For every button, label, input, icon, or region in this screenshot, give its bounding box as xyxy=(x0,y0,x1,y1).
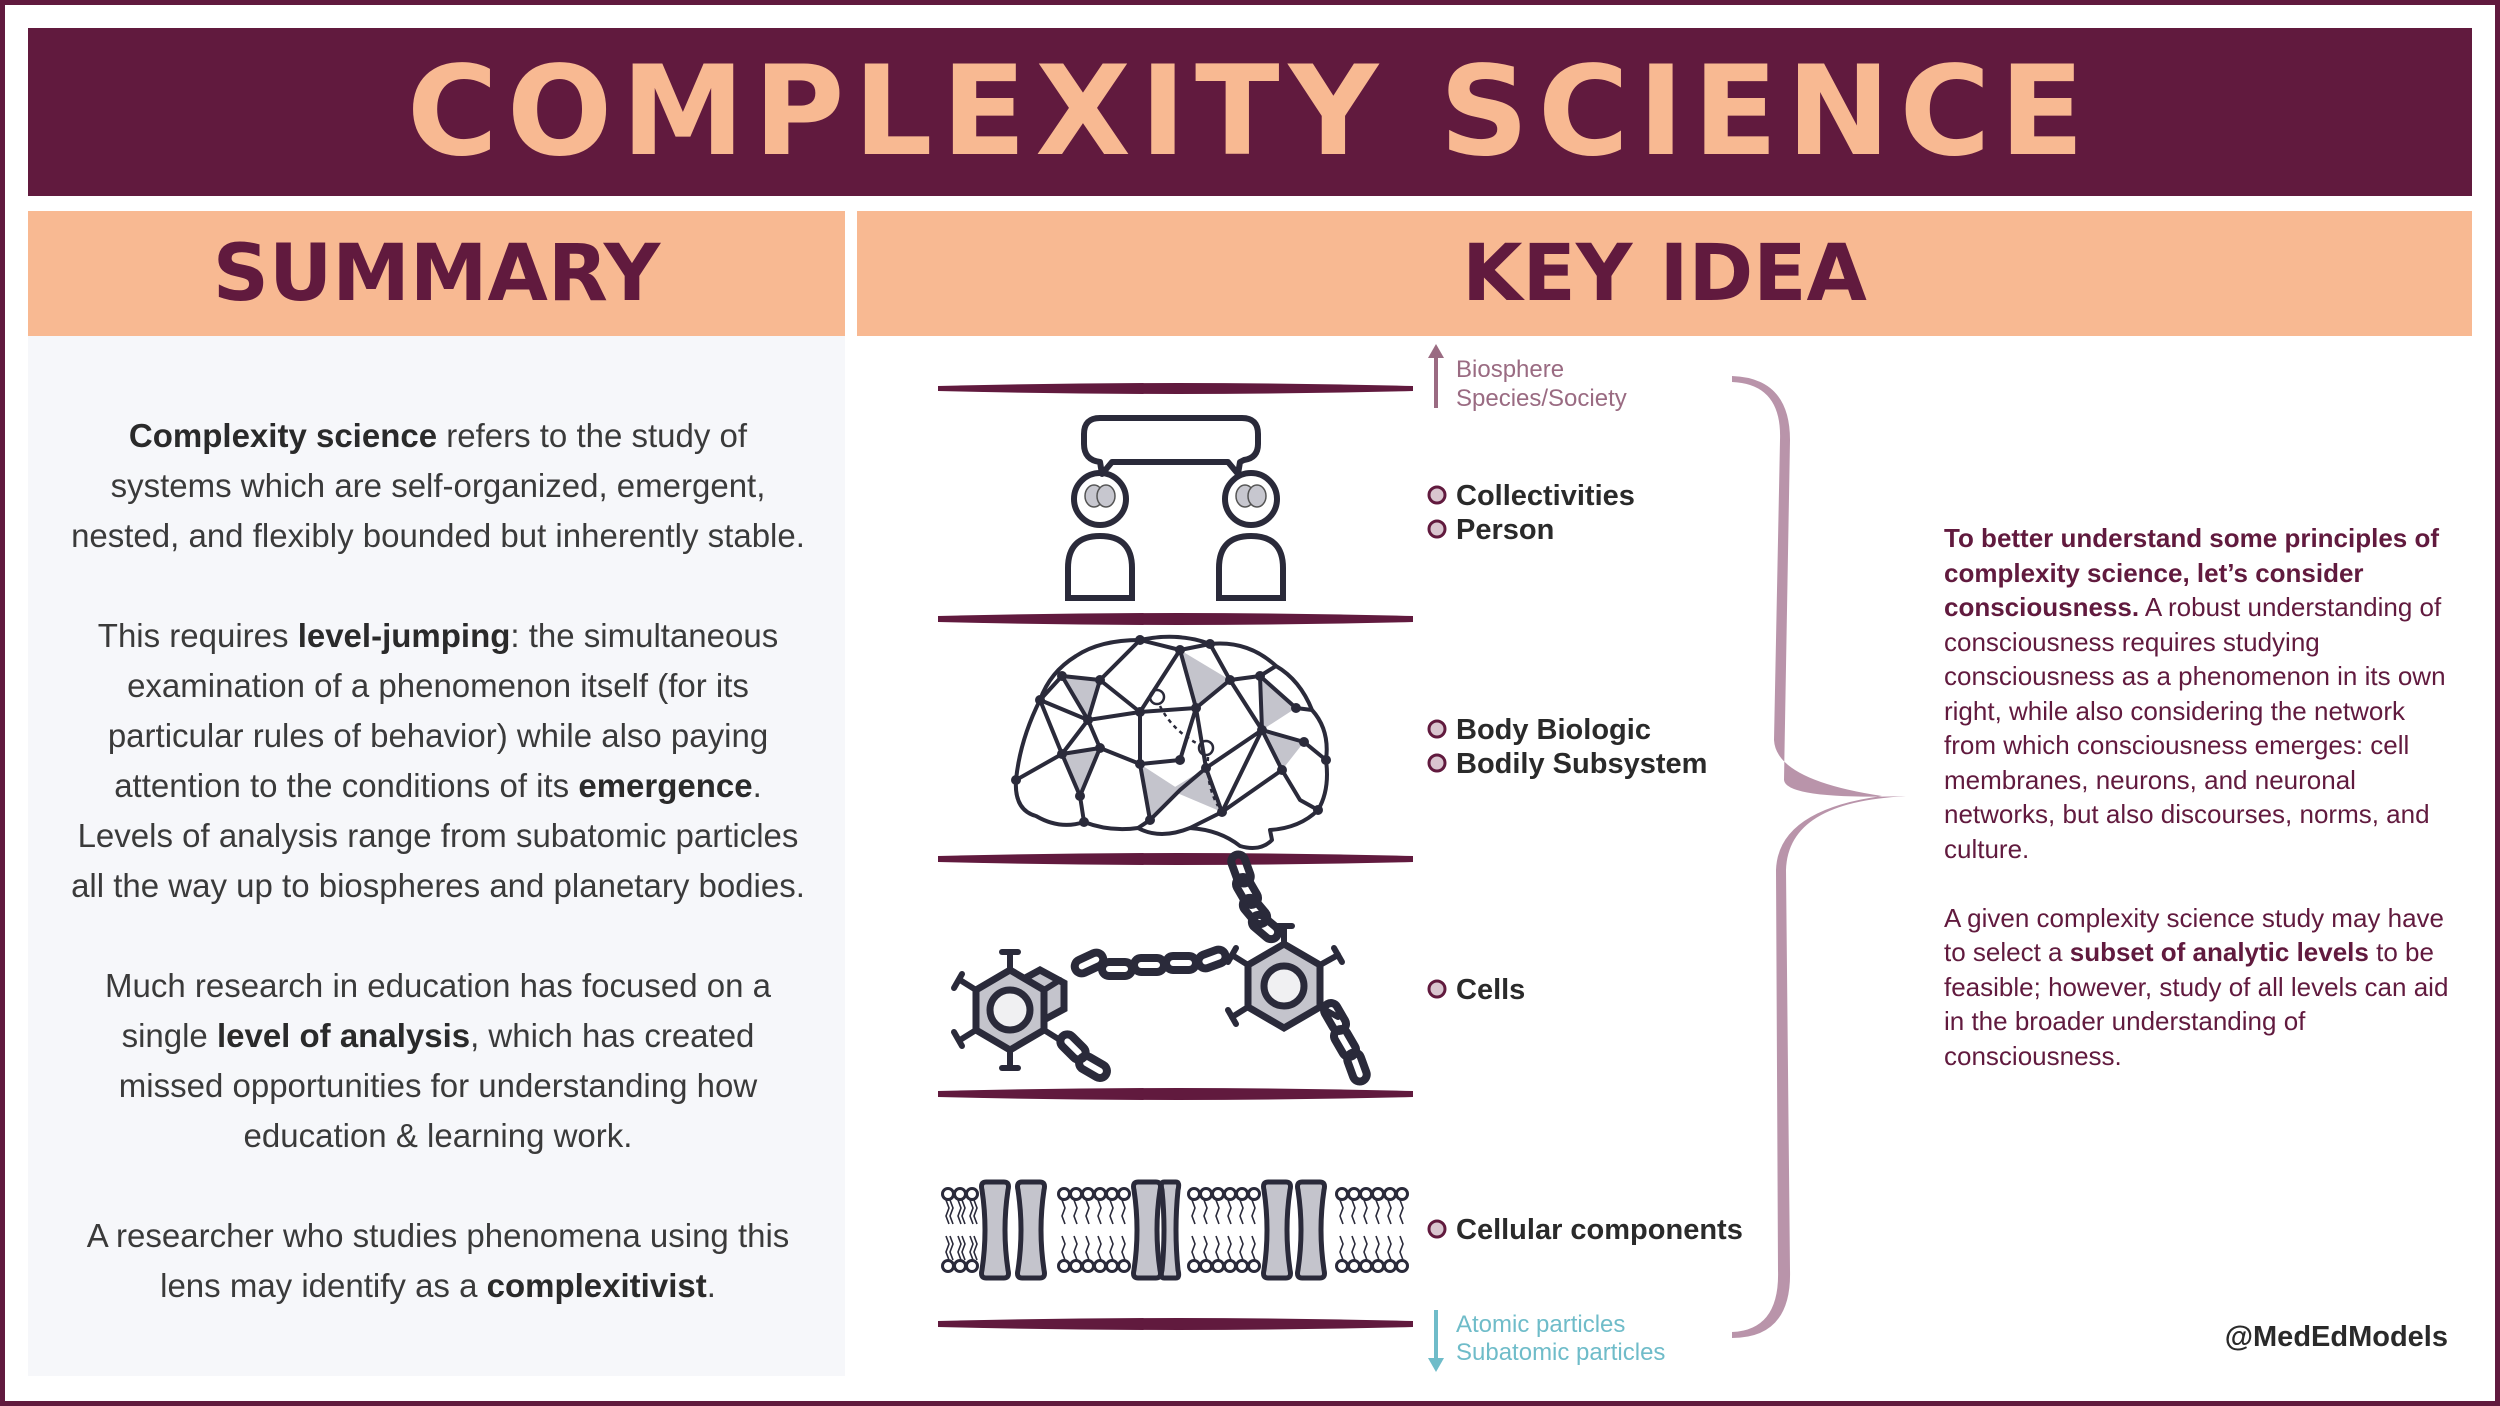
divider-top xyxy=(938,383,1413,394)
summary-text: Complexity science refers to the study o… xyxy=(68,411,808,1361)
divider-1 xyxy=(938,613,1413,625)
key-idea-p1-text: A robust understanding of consciousness … xyxy=(1944,592,2446,864)
summary-heading: SUMMARY xyxy=(212,228,661,319)
brain-network-icon xyxy=(1011,634,1331,850)
key-idea-paragraph-1: To better understand some principles of … xyxy=(1944,521,2456,866)
arrow-up-icon xyxy=(1428,344,1444,408)
membrane-icon xyxy=(941,1179,1409,1281)
title-banner: COMPLEXITY SCIENCE xyxy=(28,28,2472,196)
summary-paragraph-4: A researcher who studies phenomena using… xyxy=(68,1211,808,1311)
person-icon xyxy=(1216,470,1286,601)
summary-p2-text-a: This requires xyxy=(97,617,298,654)
summary-paragraph-2: This requires level-jumping: the simulta… xyxy=(68,611,808,911)
summary-p4-text-b: . xyxy=(706,1267,716,1304)
term-level-jumping: level-jumping xyxy=(297,617,511,654)
summary-p2-text-b: : the simultaneous examination of a phen… xyxy=(107,617,779,804)
label-bodily-subsystem: Bodily Subsystem xyxy=(1456,748,1707,780)
label-atomic-particles: Atomic particles xyxy=(1456,1311,1625,1338)
summary-header: SUMMARY xyxy=(28,211,845,336)
divider-3 xyxy=(938,1088,1413,1100)
cell-icon xyxy=(1225,923,1345,1033)
label-cellular-components: Cellular components xyxy=(1456,1214,1743,1246)
divider-bottom xyxy=(938,1318,1413,1330)
divider-2 xyxy=(938,853,1413,865)
term-complexitivist: complexitivist xyxy=(486,1267,707,1304)
key-idea-lead: To better understand some principles of … xyxy=(1944,523,2440,622)
term-subset-of-analytic-levels: subset of analytic levels xyxy=(2069,937,2369,967)
key-idea-text: To better understand some principles of … xyxy=(1944,521,2456,1108)
label-species-society: Species/Society xyxy=(1456,385,1627,412)
level-dividers xyxy=(938,383,1413,1330)
term-emergence: emergence xyxy=(578,767,753,804)
page-title: COMPLEXITY SCIENCE xyxy=(406,40,2094,184)
person-icon xyxy=(1065,470,1135,601)
key-idea-header: KEY IDEA xyxy=(857,211,2472,336)
author-handle: @MedEdModels xyxy=(2224,1321,2448,1353)
term-complexity-science: Complexity science xyxy=(128,417,438,454)
summary-paragraph-3: Much research in education has focused o… xyxy=(68,961,808,1161)
term-level-of-analysis: level of analysis xyxy=(216,1017,471,1054)
level-bullets xyxy=(1427,485,1447,1239)
summary-paragraph-1: Complexity science refers to the study o… xyxy=(68,411,808,561)
label-subatomic-particles: Subatomic particles xyxy=(1456,1339,1665,1366)
summary-p2-text-c: . Levels of analysis range from subatomi… xyxy=(71,767,805,904)
summary-p1-text: refers to the study of systems which are… xyxy=(71,417,805,554)
key-idea-paragraph-2: A given complexity science study may hav… xyxy=(1944,901,2456,1074)
chain-icon xyxy=(1056,850,1371,1086)
label-cells: Cells xyxy=(1456,974,1525,1006)
label-collectivities: Collectivities xyxy=(1456,480,1635,512)
label-biosphere: Biosphere xyxy=(1456,356,1564,383)
summary-panel: Complexity science refers to the study o… xyxy=(28,336,845,1376)
speech-bubble-icon xyxy=(1081,415,1261,477)
label-body-biologic: Body Biologic xyxy=(1456,714,1651,746)
summary-p3-text-b: , which has created missed opportunities… xyxy=(118,1017,758,1154)
label-person: Person xyxy=(1456,514,1554,546)
summary-p3-text-a: Much research in education has focused o… xyxy=(105,967,771,1054)
summary-p4-text-a: A researcher who studies phenomena using… xyxy=(86,1217,790,1304)
key-idea-p2-text-b: to be feasible; however, study of all le… xyxy=(1944,937,2449,1071)
key-idea-heading: KEY IDEA xyxy=(1462,228,1867,319)
key-idea-p2-text-a: A given complexity science study may hav… xyxy=(1944,902,2445,968)
brace-icon xyxy=(1732,376,1912,1338)
arrow-down-icon xyxy=(1428,1310,1444,1372)
cell-icon xyxy=(951,949,1068,1071)
